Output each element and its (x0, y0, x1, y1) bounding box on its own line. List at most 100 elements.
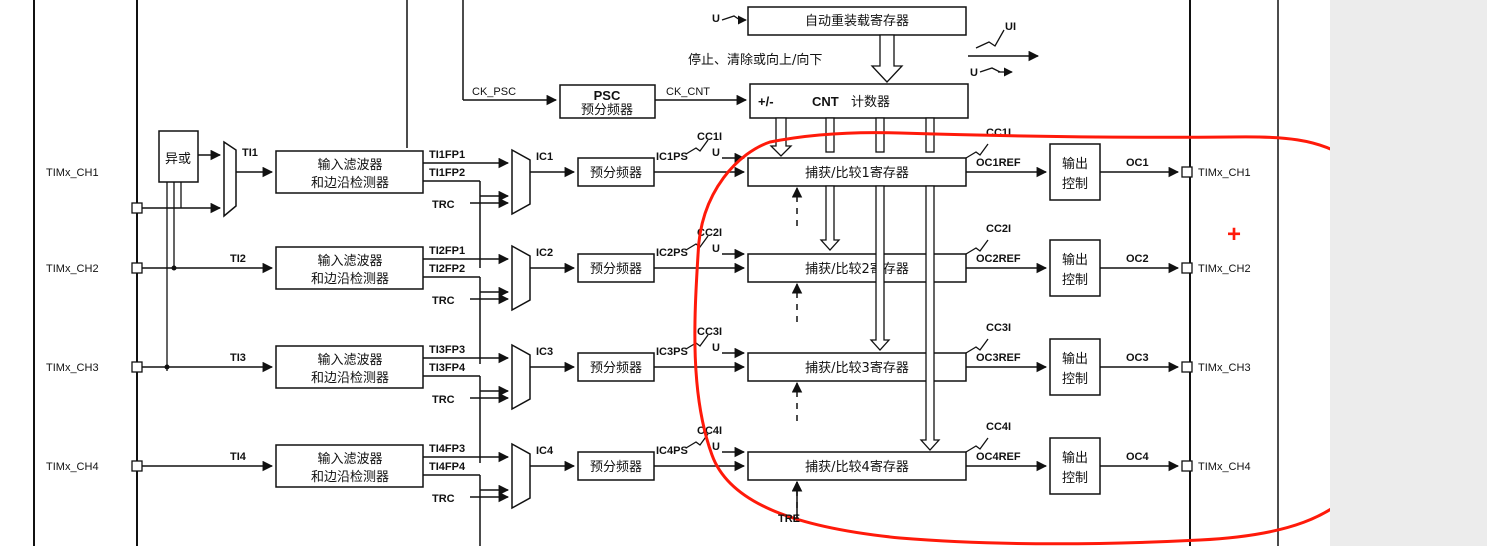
cci-label: CC2I (697, 227, 722, 239)
prescaler-label: 预分频器 (590, 460, 642, 475)
output-control-box (1049, 338, 1101, 396)
input-filter-box (275, 246, 424, 290)
ic-label: IC1 (536, 151, 553, 163)
ic-label: IC4 (536, 445, 554, 457)
ocref-label: OC2REF (976, 253, 1021, 265)
icps-label: IC4PS (656, 445, 688, 457)
input-pin-label: TIMx_CH4 (46, 461, 99, 473)
xor-block: 异或 (158, 130, 237, 371)
input-filter-box (275, 345, 424, 389)
output-ctrl-2: 控制 (1062, 372, 1088, 387)
psc-title: PSC (594, 88, 621, 103)
output-pin-3 (1181, 361, 1193, 373)
input-mux (511, 442, 531, 510)
fp-a-label: TI1FP1 (429, 149, 465, 161)
ocref-label: OC1REF (976, 157, 1021, 169)
ti-label: TI4 (230, 451, 247, 463)
filter-label-1: 输入滤波器 (317, 253, 382, 269)
cc-out-label: CC3I (986, 322, 1011, 334)
trc-label: TRC (432, 295, 455, 307)
register-transfer-arrow-1 (819, 185, 841, 251)
control-label: 停止、清除或向上/向下 (688, 52, 822, 68)
output-ctrl-1: 输出 (1062, 351, 1088, 367)
annotation-plus-mark: + (1227, 221, 1241, 248)
psc-box (559, 84, 656, 119)
register-transfer-arrow-3 (919, 185, 941, 451)
icps-label: IC1PS (656, 151, 688, 163)
input-pin-label: TIMx_CH2 (46, 263, 99, 275)
cc-out-label: CC1I (986, 127, 1011, 139)
prescaler-label: 预分频器 (590, 166, 642, 181)
ccr-label: 捕获/比较2寄存器 (805, 261, 909, 277)
input-pin-3 (131, 361, 143, 373)
fp-a-label: TI3FP3 (429, 344, 465, 356)
u-label: U (712, 243, 720, 255)
cnt-name: CNT (812, 94, 839, 109)
output-ctrl-1: 输出 (1062, 450, 1088, 466)
bottom-cut-label: TRE (778, 513, 800, 525)
auto-reload-label: 自动重装载寄存器 (805, 13, 909, 29)
capture-compare-register (747, 157, 967, 187)
icps-label: IC2PS (656, 247, 688, 259)
cc-out-label: CC2I (986, 223, 1011, 235)
fp-b-label: TI4FP4 (429, 461, 466, 473)
filter-label-1: 输入滤波器 (317, 157, 382, 173)
filter-label-2: 和边沿检测器 (311, 272, 389, 287)
filter-label-2: 和边沿检测器 (311, 371, 389, 386)
output-pin-2 (1181, 262, 1193, 274)
register-transfer-arrow-2 (869, 185, 891, 351)
oc-label: OC3 (1126, 352, 1149, 364)
trc-label: TRC (432, 199, 455, 211)
fp-b-label: TI1FP2 (429, 167, 465, 179)
prescaler-label: 预分频器 (590, 262, 642, 277)
fp-a-label: TI2FP1 (429, 245, 465, 257)
input-pin-label: TIMx_CH1 (46, 167, 99, 179)
cci-label: CC4I (697, 425, 722, 437)
output-ctrl-1: 输出 (1062, 252, 1088, 268)
output-pin-label: TIMx_CH1 (1198, 167, 1251, 179)
ocref-label: OC4REF (976, 451, 1021, 463)
output-control-box (1049, 143, 1101, 201)
ti-label: TI3 (230, 352, 246, 364)
input-pin-2 (131, 262, 143, 274)
input-pin-label: TIMx_CH3 (46, 362, 99, 374)
filter-label-2: 和边沿检测器 (311, 176, 389, 191)
output-pin-label: TIMx_CH2 (1198, 263, 1251, 275)
auto-reload-register (747, 6, 967, 36)
input-mux (511, 148, 531, 216)
output-pin-label: TIMx_CH3 (1198, 362, 1251, 374)
u-label: U (712, 441, 720, 453)
u-label: U (712, 342, 720, 354)
input-pin-4 (131, 460, 143, 472)
u-label-top: U (970, 67, 978, 79)
fp-b-label: TI3FP4 (429, 362, 466, 374)
u-label-arr: U (712, 13, 720, 25)
icps-label: IC3PS (656, 346, 688, 358)
ic-label: IC2 (536, 247, 553, 259)
cnt-counter-box (749, 83, 969, 119)
channels: TIMx_CH1TI1输入滤波器和边沿检测器TI1FP1TI1FP2TRCIC1… (46, 127, 1251, 546)
cci-label: CC1I (697, 131, 722, 143)
cnt-plus-minus: +/- (758, 94, 774, 109)
xor-label: 异或 (165, 152, 191, 167)
oc-label: OC4 (1126, 451, 1150, 463)
output-ctrl-2: 控制 (1062, 273, 1088, 288)
input-mux (511, 343, 531, 411)
prescaler-label: 预分频器 (590, 361, 642, 376)
trc-label: TRC (432, 394, 455, 406)
input-mux (511, 244, 531, 312)
filter-label-2: 和边沿检测器 (311, 470, 389, 485)
prescaler-box (577, 157, 655, 187)
input-filter-box (275, 150, 424, 194)
output-pin-4 (1181, 460, 1193, 472)
u-label: U (712, 147, 720, 159)
trc-label: TRC (432, 493, 455, 505)
ocref-label: OC3REF (976, 352, 1021, 364)
top-section: CK_PSC PSC 预分频器 CK_CNT +/- CNT 计数器 自动重装载… (406, 0, 1040, 157)
ck-psc-label: CK_PSC (472, 86, 516, 98)
input-filter-box (275, 444, 424, 488)
side-panel (1330, 0, 1487, 546)
